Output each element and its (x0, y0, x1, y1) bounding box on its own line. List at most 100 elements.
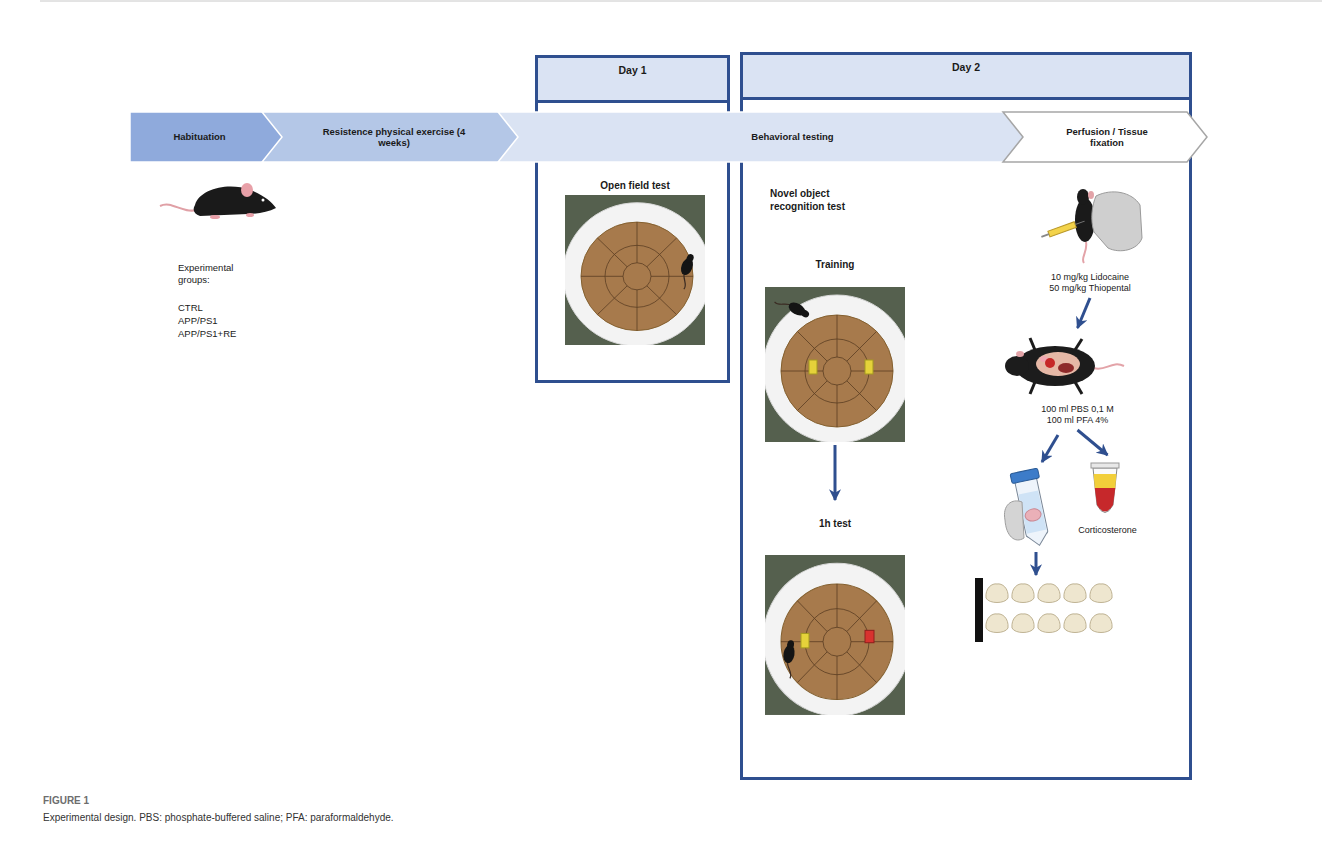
brain-tube-part (1026, 531, 1050, 547)
procedure-step: 10 mg/kg Lidocaine50 mg/kg Thiopental (1030, 183, 1150, 298)
step-text: 100 ml PFA 4% (1047, 415, 1109, 426)
arena-photo-part (563, 195, 711, 346)
dissected-mouse-part (1016, 351, 1024, 357)
arena-photo-part (780, 639, 797, 678)
arena-photo-part (865, 630, 874, 642)
arena-photo (763, 555, 911, 716)
chevron-text-box: Resistence physical exercise (4 weeks) (262, 112, 522, 162)
brain-slices-part (1038, 584, 1060, 603)
injection-illustration-part (1088, 191, 1094, 199)
injection-illustration-part-part (1075, 221, 1084, 224)
chevron-fill (130, 112, 285, 162)
mouse-icon-part (262, 199, 265, 202)
mouse-icon-part (210, 215, 220, 219)
test-heading: Novel object recognition test (770, 188, 865, 213)
chevron-fill (1003, 112, 1207, 162)
brain-tube-part (1024, 507, 1042, 522)
mouse-icon-part (241, 183, 253, 197)
dissected-mouse-part (1036, 352, 1080, 376)
injection-illustration-part-part (1048, 222, 1076, 237)
phase-chevron: Resistence physical exercise (4 weeks) (262, 112, 522, 162)
dissected-mouse (1005, 338, 1124, 394)
figure-number: FIGURE 1 (43, 795, 89, 808)
dissected-mouse-part (1030, 338, 1035, 350)
tube-arrow-part (1042, 435, 1058, 462)
glove (1004, 501, 1024, 540)
step-text: 100 ml PBS 0,1 M (1041, 404, 1114, 415)
injection-illustration-part (1077, 189, 1089, 205)
brain-slices-part (1012, 614, 1034, 633)
arena-photo-part (774, 293, 811, 321)
day-label: Day 1 (618, 64, 646, 76)
blood-tube (1091, 463, 1119, 513)
phase-name: Perfusion / Tissue fixation (1065, 126, 1149, 149)
mouse-icon-part (160, 204, 197, 210)
day-label: Day 2 (952, 61, 980, 73)
dissected-mouse-part (1075, 339, 1082, 350)
blood-tube-part (1095, 488, 1116, 512)
arena-photo-part (801, 633, 809, 647)
arena-photo-part (809, 360, 817, 374)
flow-arrow (1078, 298, 1091, 328)
blood-tube-part (1093, 468, 1117, 513)
day-panel: Day 1 (535, 55, 730, 383)
phase-chevron: Habituation (130, 112, 285, 162)
brain-slices-part (986, 614, 1008, 633)
tube-arrow-part (1035, 552, 1038, 575)
injection-illustration-part (1040, 218, 1085, 239)
groups-heading: Experimental groups: (178, 262, 253, 286)
mouse-icon-part (194, 186, 276, 216)
mouse-icon (160, 183, 276, 219)
page-rule (40, 1, 1322, 2)
arena-photo-part (865, 360, 873, 374)
brain-slices-part (975, 578, 983, 642)
blood-tube-part (1094, 474, 1117, 488)
injection-illustration-part (1083, 242, 1086, 263)
injection-illustration-part (1092, 192, 1142, 251)
day-header: Day 1 (538, 58, 727, 103)
arena-photo-part (763, 287, 911, 443)
group-name: CTRL (178, 302, 203, 314)
group-name: APP/PS1+RE (178, 328, 236, 340)
test-panel: 1h test (765, 500, 905, 717)
chevron-text-box: Behavioral testing (498, 112, 1027, 162)
glove-part (1004, 501, 1024, 540)
flow-arrow (834, 445, 837, 500)
dissected-mouse-part (1030, 382, 1035, 394)
dissected-mouse-part (1094, 364, 1124, 369)
test-panel: Training (765, 257, 905, 445)
dissected-mouse-part (1075, 382, 1082, 394)
arena-photo-part (674, 253, 697, 290)
brain-slices-part (1090, 614, 1112, 633)
test-heading: Open field test (565, 180, 705, 193)
dissected-mouse-part (1045, 358, 1055, 368)
injection-illustration (1040, 189, 1142, 263)
brain-slices-part (1012, 584, 1034, 603)
arena-photo (763, 287, 911, 443)
phase-chevron: Perfusion / Tissue fixation (1003, 112, 1207, 162)
figure-caption: Experimental design. PBS: phosphate-buff… (43, 812, 394, 825)
arena-photo (563, 195, 711, 346)
step-text: 10 mg/kg Lidocaine (1051, 272, 1129, 283)
brain-tube-part (1010, 468, 1039, 484)
flow-arrow (1078, 430, 1108, 455)
dissected-mouse-part (1058, 363, 1074, 373)
dissected-mouse-part (1005, 356, 1029, 376)
phase-name: Habituation (173, 131, 225, 142)
arena-photo-part (763, 555, 911, 716)
step-text: 50 mg/kg Thiopental (1049, 283, 1130, 294)
brain-slices-part (1038, 614, 1060, 633)
phase-chevron: Behavioral testing (498, 112, 1027, 162)
day-header: Day 2 (743, 55, 1189, 100)
step-text: Corticosterone (1078, 525, 1137, 536)
procedure-step: Corticosterone (1060, 455, 1155, 540)
blood-tube-part (1091, 463, 1119, 468)
chevron-text-box: Perfusion / Tissue fixation (1003, 112, 1207, 162)
brain-slices-part (1064, 614, 1086, 633)
chevron-text-box: Habituation (130, 112, 285, 162)
group-name: APP/PS1 (178, 315, 218, 327)
chevron-fill (498, 112, 1027, 162)
chevron-fill (262, 112, 522, 162)
mouse-icon-part (246, 213, 254, 217)
brain-slices-part (1090, 584, 1112, 603)
